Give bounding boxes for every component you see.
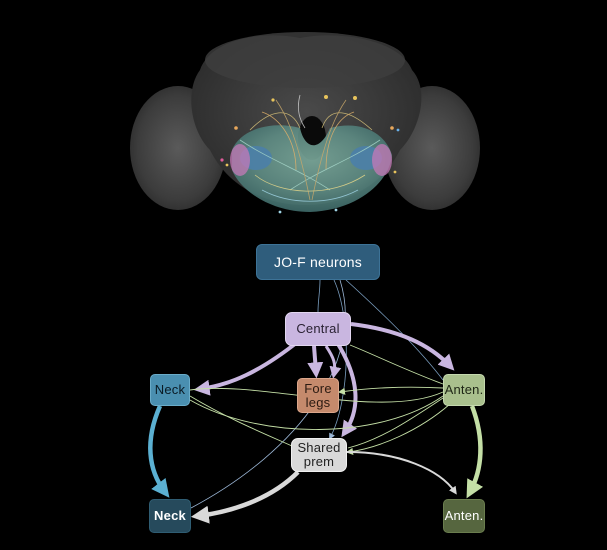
node-fore-legs-label-line2: legs <box>305 394 331 410</box>
edge-central-to-fore-b <box>324 345 342 379</box>
node-jo-f-label: JO-F neurons <box>274 254 362 270</box>
neuron-somata <box>220 95 400 214</box>
edge-central-to-shared <box>336 342 358 438</box>
node-fore-legs-label-line1: Fore <box>304 380 332 396</box>
edge-anten-to-fore <box>337 386 444 395</box>
node-anten-lower: Anten. <box>443 499 485 533</box>
edge-jo-to-anten <box>345 279 444 381</box>
brain-image <box>130 32 480 214</box>
node-shared-prem: Shared prem <box>291 438 347 472</box>
node-fore-legs: Fore legs <box>297 378 339 413</box>
node-jo-f-neurons: JO-F neurons <box>256 244 380 280</box>
edge-central-to-neck-upper <box>193 338 302 396</box>
neuron-fibers <box>239 94 381 202</box>
pink-projection-left <box>230 144 250 176</box>
labeled-neuropil <box>232 125 392 212</box>
node-shared-label-line2: prem <box>303 454 335 469</box>
edge-neck-upper-to-neck-lower <box>148 405 170 498</box>
edge-neck-upper-to-shared <box>189 395 293 447</box>
edge-central-to-fore <box>307 345 324 379</box>
node-central: Central <box>285 312 351 346</box>
edge-shared-to-neck-lower <box>190 470 300 524</box>
node-neck-lower: Neck <box>149 499 191 533</box>
central-brain-top <box>205 32 405 88</box>
node-anten-upper-label: Anten. <box>444 382 484 397</box>
edge-anten-upper-to-anten-lower <box>466 405 484 499</box>
node-neck-upper: Neck <box>150 374 190 406</box>
node-neck-lower-label: Neck <box>154 508 186 523</box>
node-anten-upper: Anten. <box>443 374 485 406</box>
edge-anten-to-shared <box>345 403 451 455</box>
node-shared-label-line1: Shared <box>297 440 341 455</box>
node-neck-upper-label: Neck <box>154 382 186 397</box>
pink-projection-right <box>372 144 392 176</box>
node-anten-lower-label: Anten. <box>444 508 484 523</box>
edge-anten-to-central <box>349 344 444 385</box>
edge-anten-to-shared-b <box>347 397 444 449</box>
edge-jo-to-central <box>317 279 321 313</box>
node-central-label: Central <box>296 321 340 336</box>
edge-shared-to-anten-lower <box>346 451 457 495</box>
edge-neck-upper-to-anten <box>189 395 444 430</box>
edge-central-to-anten <box>350 322 455 371</box>
